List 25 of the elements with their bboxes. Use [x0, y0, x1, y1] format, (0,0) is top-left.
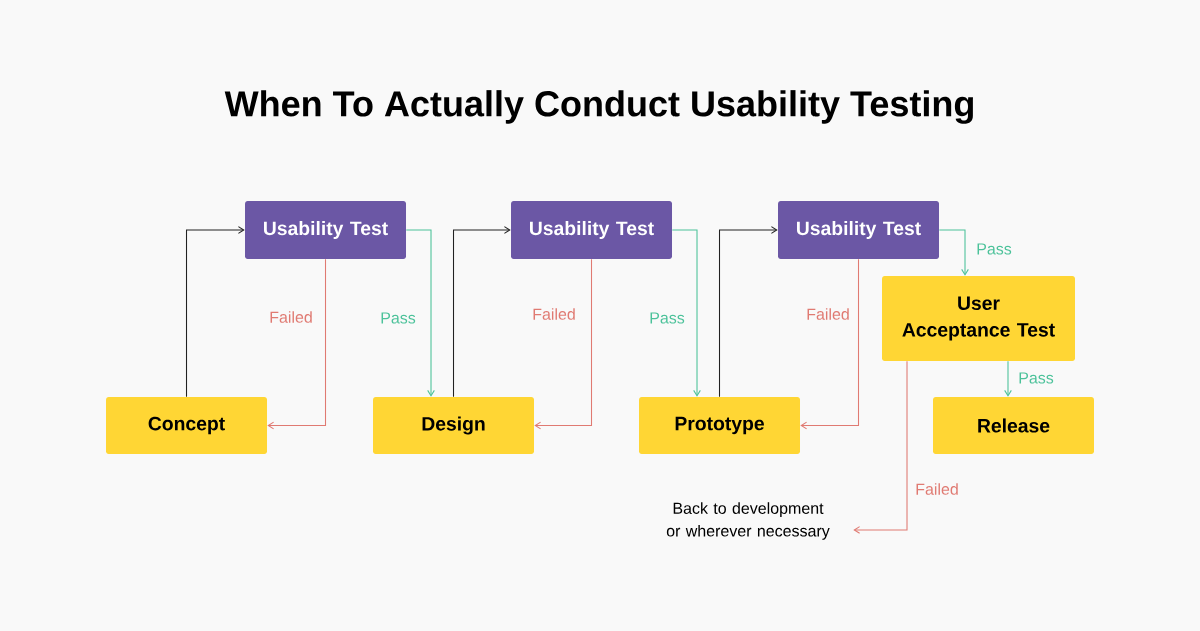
- edge-label: Pass: [974, 242, 1014, 256]
- edge-label: Pass: [647, 311, 687, 325]
- stage-box: Design: [373, 397, 534, 454]
- title: When To Actually Conduct Usability Testing: [224, 90, 973, 124]
- arrow: [853, 360, 908, 534]
- arrow: [267, 258, 327, 430]
- stage-box: Prototype: [639, 397, 800, 454]
- edge-label: Pass: [1016, 371, 1056, 385]
- edge-label: Pass: [378, 311, 418, 325]
- arrow: [800, 258, 860, 430]
- arrow: [405, 229, 435, 397]
- arrow: [185, 226, 245, 398]
- note-text: Back to development or wherever necessary: [666, 502, 830, 540]
- arrow: [938, 229, 969, 276]
- arrow: [671, 229, 701, 397]
- stage-box: Concept: [106, 397, 267, 454]
- test-box: Usability Test: [245, 201, 406, 259]
- arrow: [718, 226, 778, 398]
- arrow: [452, 226, 511, 398]
- test-box: Usability Test: [778, 201, 939, 259]
- arrow: [534, 258, 593, 430]
- test-box: Usability Test: [511, 201, 672, 259]
- stage-box: User Acceptance Test: [882, 276, 1075, 361]
- stage-box: Release: [933, 397, 1094, 454]
- arrow: [1004, 360, 1012, 397]
